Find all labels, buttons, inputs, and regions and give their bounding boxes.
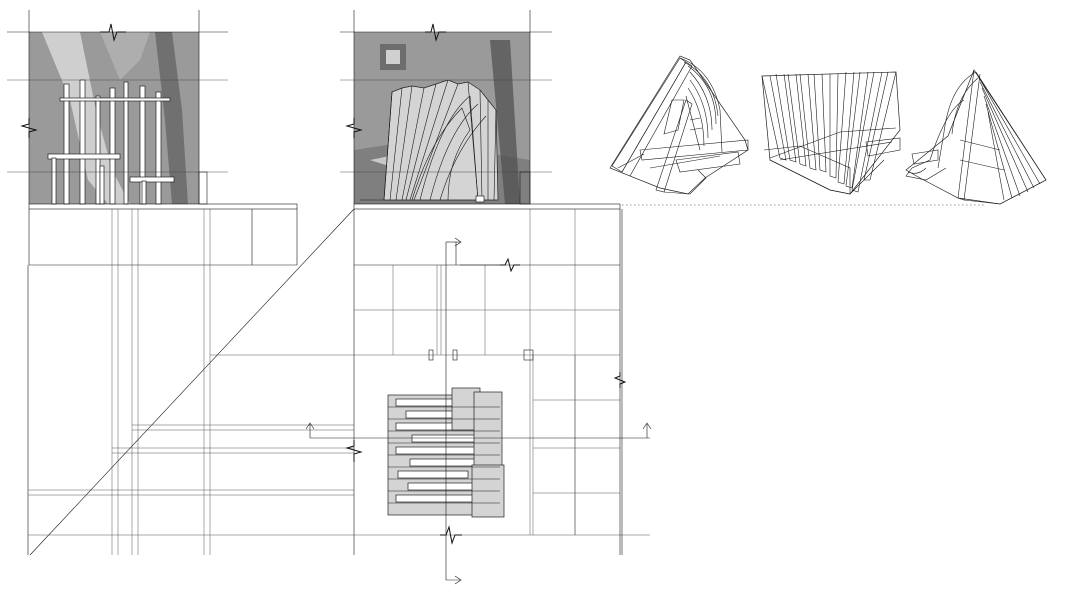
elevation-left	[7, 10, 228, 205]
plan-structure	[387, 387, 505, 518]
axonometric-1	[609, 55, 749, 195]
tree-trunk-left	[42, 32, 188, 204]
break-line-icon	[440, 525, 462, 545]
break-line-icon	[20, 118, 38, 138]
break-line-icon	[500, 257, 520, 273]
axonometric-3	[905, 69, 1047, 205]
break-line-icon	[425, 23, 446, 42]
elevation-right	[340, 10, 552, 205]
projection-lines	[27, 208, 650, 556]
section-cuts	[305, 237, 652, 585]
break-line-icon	[100, 23, 126, 42]
base-line-grid	[28, 203, 985, 266]
section-cut-arrow-icon	[642, 422, 652, 430]
section-cut-arrow-icon	[454, 575, 462, 585]
section-cut-arrow-icon	[305, 422, 315, 430]
plan	[305, 209, 652, 585]
break-line-icon	[345, 440, 363, 462]
break-line-icon	[613, 372, 627, 388]
fan-structure	[360, 79, 499, 203]
break-line-icon	[345, 118, 363, 138]
section-cut-arrow-icon	[454, 237, 462, 247]
axonometric-2	[761, 71, 901, 195]
